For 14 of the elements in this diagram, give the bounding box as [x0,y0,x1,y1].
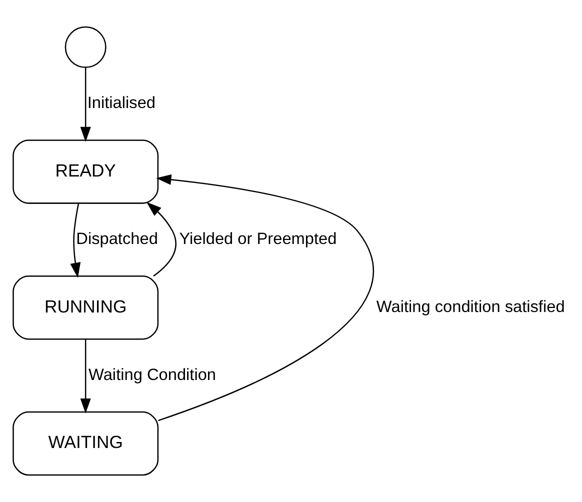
arrow [70,203,81,278]
edge-label: Yielded or Preempted [179,230,337,248]
arrow [80,68,91,142]
node-box: WAITING [12,411,159,476]
edge-label: Dispatched [76,230,158,248]
node-box: READY [12,140,159,204]
node-box: RUNNING [12,276,159,340]
arrow [80,339,91,414]
arrow [146,202,176,277]
edge-label: Waiting Condition [88,366,216,384]
node-circle [64,26,106,68]
edge-label: Waiting condition satisfied [376,298,565,316]
edge-label: Initialised [87,94,156,112]
arrow [156,174,374,422]
